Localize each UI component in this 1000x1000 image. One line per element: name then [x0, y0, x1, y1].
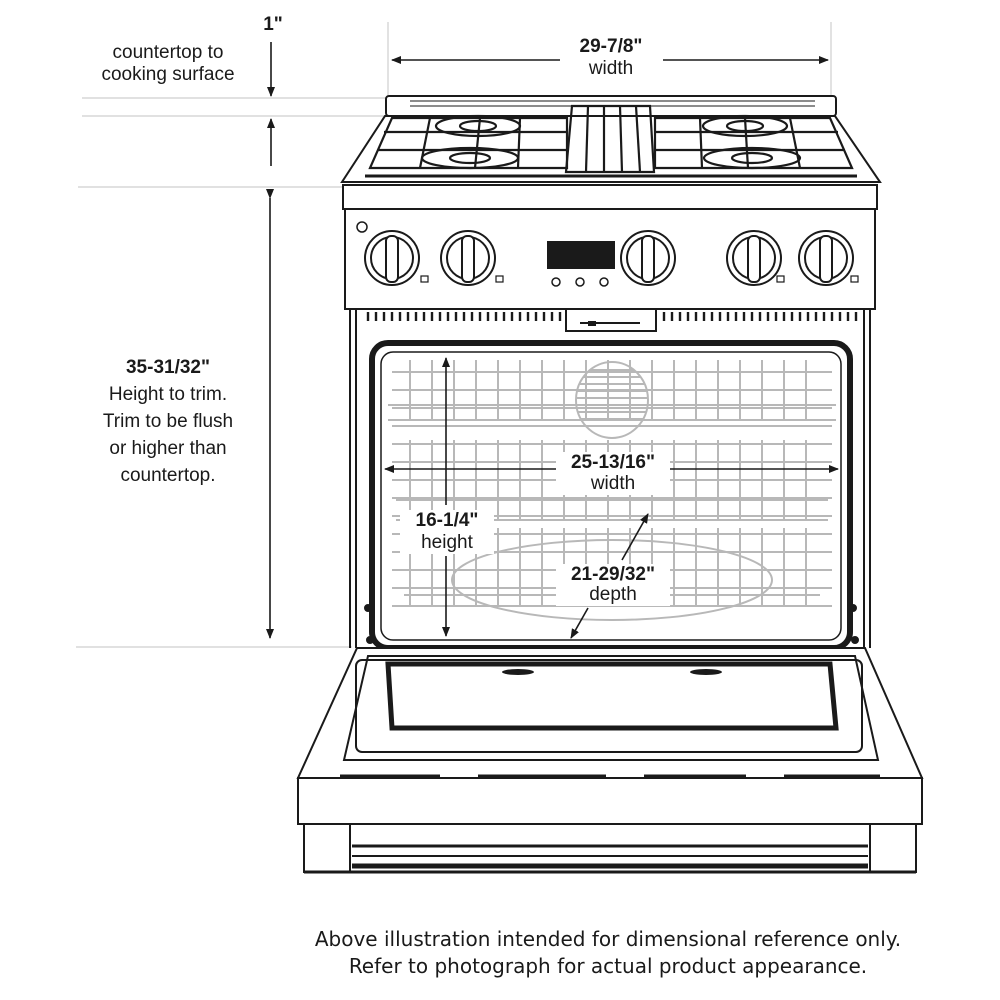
- footnote-line-1: Above illustration intended for dimensio…: [314, 927, 902, 951]
- range-body: [349, 309, 871, 648]
- base-drawer: [303, 823, 917, 874]
- height-to-trim-line-2: Trim to be flush: [102, 411, 234, 432]
- overall-width-label: width: [560, 58, 662, 81]
- countertop-gap-label: countertop to cooking surface: [101, 42, 235, 86]
- oven-height-value: 16-1/4": [400, 510, 494, 533]
- control-panel: [342, 184, 878, 310]
- inner-dimension-arrows: [384, 357, 839, 639]
- dimension-arrows: [266, 42, 829, 639]
- oven-depth-label: depth: [556, 584, 670, 607]
- knob-icon: [440, 230, 504, 286]
- oven-door: [296, 647, 924, 825]
- guide-lines: [76, 22, 832, 648]
- height-to-trim-line-4: countertop.: [120, 465, 216, 486]
- footnote-line-2: Refer to photograph for actual product a…: [348, 954, 868, 978]
- oven-width-value: 25-13/16": [556, 452, 670, 475]
- height-to-trim-line-1: Height to trim.: [108, 384, 228, 405]
- oven-depth-arrow-upper: [621, 513, 649, 561]
- knob-icon: [798, 230, 859, 286]
- disclaimer-footnote: Above illustration intended for dimensio…: [0, 926, 1000, 980]
- oven-depth-arrow-lower: [570, 607, 589, 639]
- oven-width-label: width: [556, 473, 670, 496]
- knob-icon: [726, 230, 785, 286]
- height-to-trim-value: 35-31/32": [125, 357, 210, 378]
- knob-icon: [364, 230, 429, 286]
- oven-height-label: height: [400, 532, 494, 555]
- countertop-gap-value: 1": [263, 14, 283, 35]
- cooktop: [340, 95, 882, 183]
- oven-depth-value: 21-29/32": [556, 564, 670, 587]
- vent-strip: [366, 308, 858, 332]
- height-to-trim-line-3: or higher than: [109, 438, 227, 459]
- knob-icon: [620, 230, 676, 286]
- overall-width-value: 29-7/8": [560, 36, 662, 59]
